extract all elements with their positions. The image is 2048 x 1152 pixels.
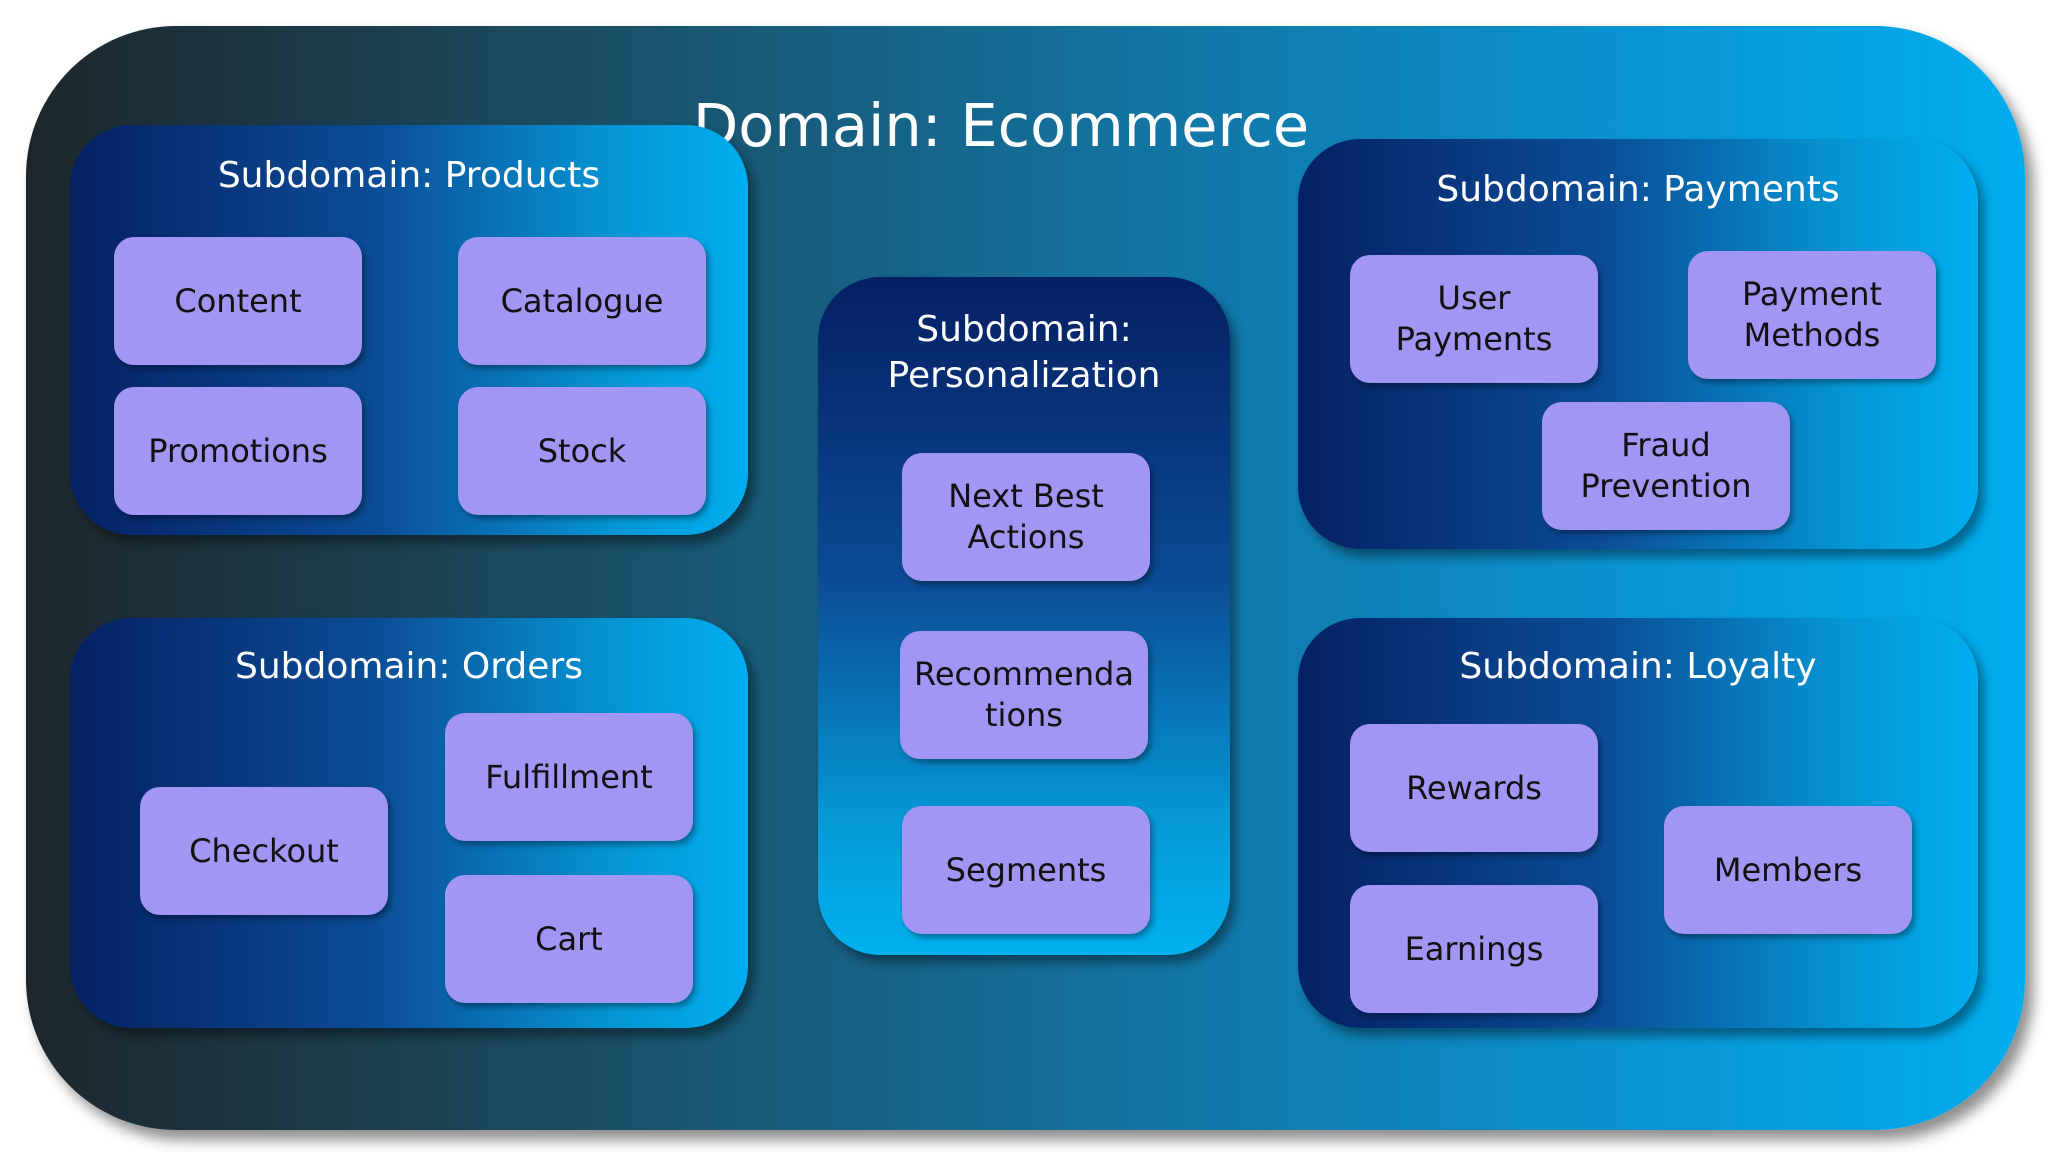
subdomain-personalization-title: Subdomain: Personalization	[887, 309, 1161, 396]
card-earnings: Earnings	[1350, 885, 1598, 1013]
subdomain-orders: Subdomain: Orders Fulfillment Checkout C…	[70, 618, 748, 1028]
card-rewards: Rewards	[1350, 724, 1598, 852]
card-cart: Cart	[445, 875, 693, 1003]
card-recommendations: Recommenda tions	[900, 631, 1148, 759]
card-content: Content	[114, 237, 362, 365]
domain-title: Domain: Ecommerce	[692, 91, 1310, 160]
card-segments: Segments	[902, 806, 1150, 934]
card-promotions: Promotions	[114, 387, 362, 515]
card-payment-methods: Payment Methods	[1688, 251, 1936, 379]
subdomain-payments-title: Subdomain: Payments	[1436, 169, 1840, 210]
card-fulfillment: Fulfillment	[445, 713, 693, 841]
card-fraud-prevention: Fraud Prevention	[1542, 402, 1790, 530]
card-catalogue: Catalogue	[458, 237, 706, 365]
card-stock: Stock	[458, 387, 706, 515]
card-user-payments: User Payments	[1350, 255, 1598, 383]
subdomain-payments: Subdomain: Payments User Payments Paymen…	[1298, 139, 1978, 549]
subdomain-personalization: Subdomain: Personalization Next Best Act…	[818, 277, 1230, 955]
subdomain-orders-title: Subdomain: Orders	[235, 646, 583, 687]
subdomain-products-title: Subdomain: Products	[217, 155, 601, 196]
subdomain-loyalty-title: Subdomain: Loyalty	[1459, 646, 1817, 687]
subdomain-loyalty: Subdomain: Loyalty Rewards Members Earni…	[1298, 618, 1978, 1028]
card-next-best-actions: Next Best Actions	[902, 453, 1150, 581]
card-members: Members	[1664, 806, 1912, 934]
subdomain-products: Subdomain: Products Content Catalogue Pr…	[70, 125, 748, 535]
card-checkout: Checkout	[140, 787, 388, 915]
